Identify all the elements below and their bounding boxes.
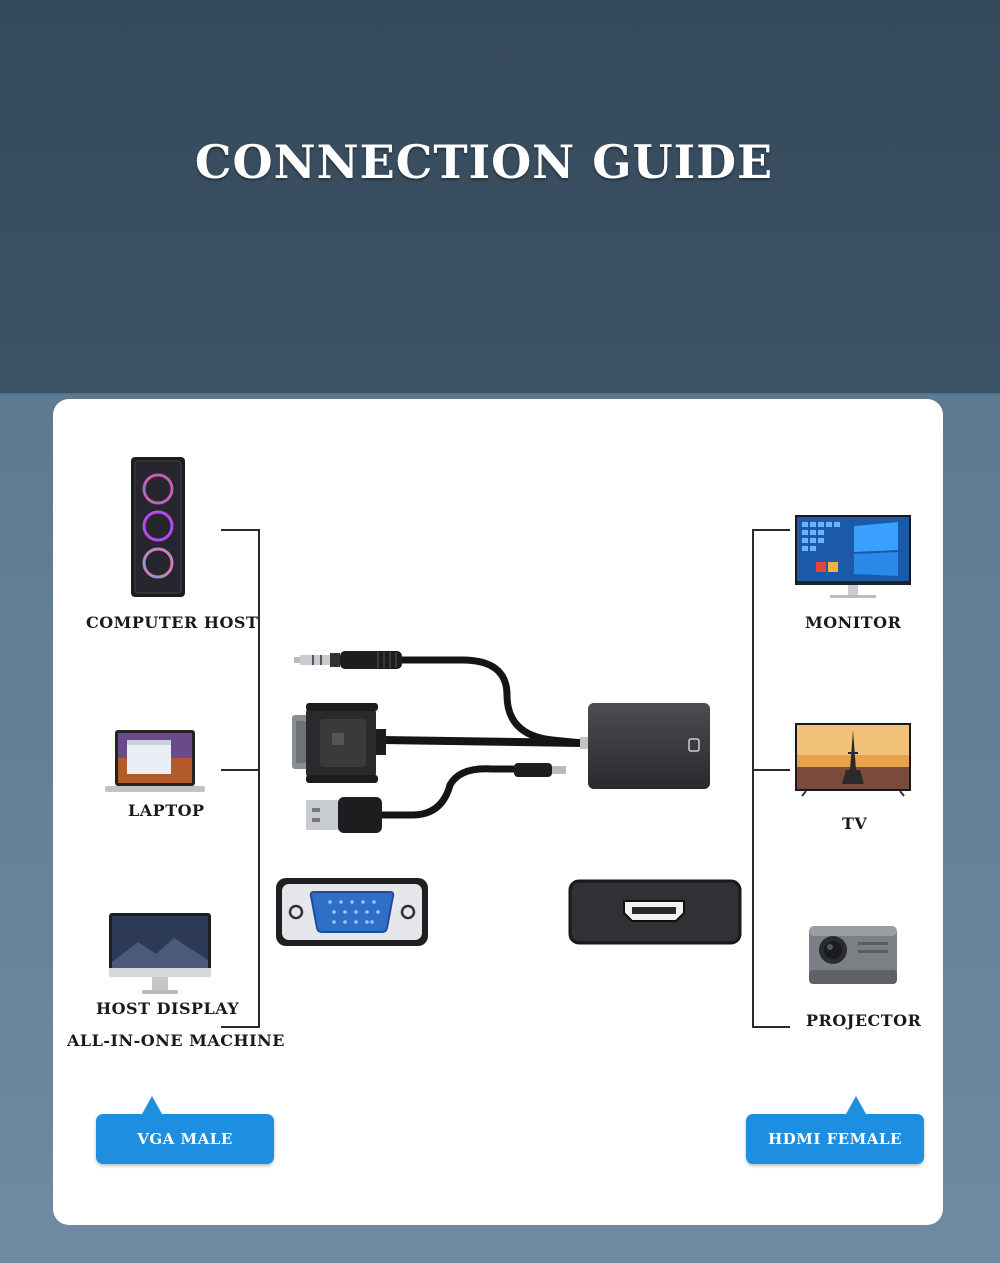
imac-icon: [109, 913, 211, 994]
micro-usb-connector-icon: [514, 763, 566, 777]
monitor-label: MONITOR: [805, 613, 902, 632]
projector-icon: [809, 926, 897, 984]
computer-tower-icon: [131, 457, 185, 597]
header-band: [0, 0, 1000, 393]
left-bracket-vertical: [258, 529, 260, 1028]
hdmi-port-icon: [568, 879, 742, 945]
all-in-one-machine-label: ALL-IN-ONE MACHINE: [67, 1031, 285, 1050]
left-bracket-top: [221, 529, 259, 531]
right-bracket-middle: [752, 769, 790, 771]
usb-connector-icon: [306, 797, 382, 833]
monitor-icon: [795, 515, 911, 598]
right-bracket-vertical: [752, 529, 754, 1028]
vga-male-callout: VGA MALE: [96, 1096, 274, 1164]
left-bracket-bottom: [221, 1026, 259, 1028]
left-bracket-middle: [221, 769, 259, 771]
tv-label: TV: [842, 814, 868, 833]
laptop-label: LAPTOP: [128, 801, 205, 820]
page-title: CONNECTION GUIDE: [194, 135, 774, 189]
audio-jack-icon: [294, 651, 402, 669]
laptop-icon: [105, 730, 205, 792]
hdmi-female-label: HDMI FEMALE: [768, 1130, 902, 1148]
vga-port-icon: [276, 878, 428, 946]
hdmi-female-callout: HDMI FEMALE: [746, 1096, 924, 1164]
vga-hdmi-adapter-cable: [292, 651, 710, 833]
computer-host-label: COMPUTER HOST: [86, 613, 259, 632]
right-bracket-top: [752, 529, 790, 531]
diagram-card: [53, 399, 943, 1225]
host-display-label: HOST DISPLAY: [96, 999, 240, 1018]
tv-icon: [795, 723, 911, 797]
adapter-box-icon: [580, 703, 710, 789]
right-bracket-bottom: [752, 1026, 790, 1028]
vga-male-label: VGA MALE: [137, 1130, 233, 1148]
vga-connector-icon: [292, 703, 386, 783]
projector-label: PROJECTOR: [806, 1011, 922, 1030]
